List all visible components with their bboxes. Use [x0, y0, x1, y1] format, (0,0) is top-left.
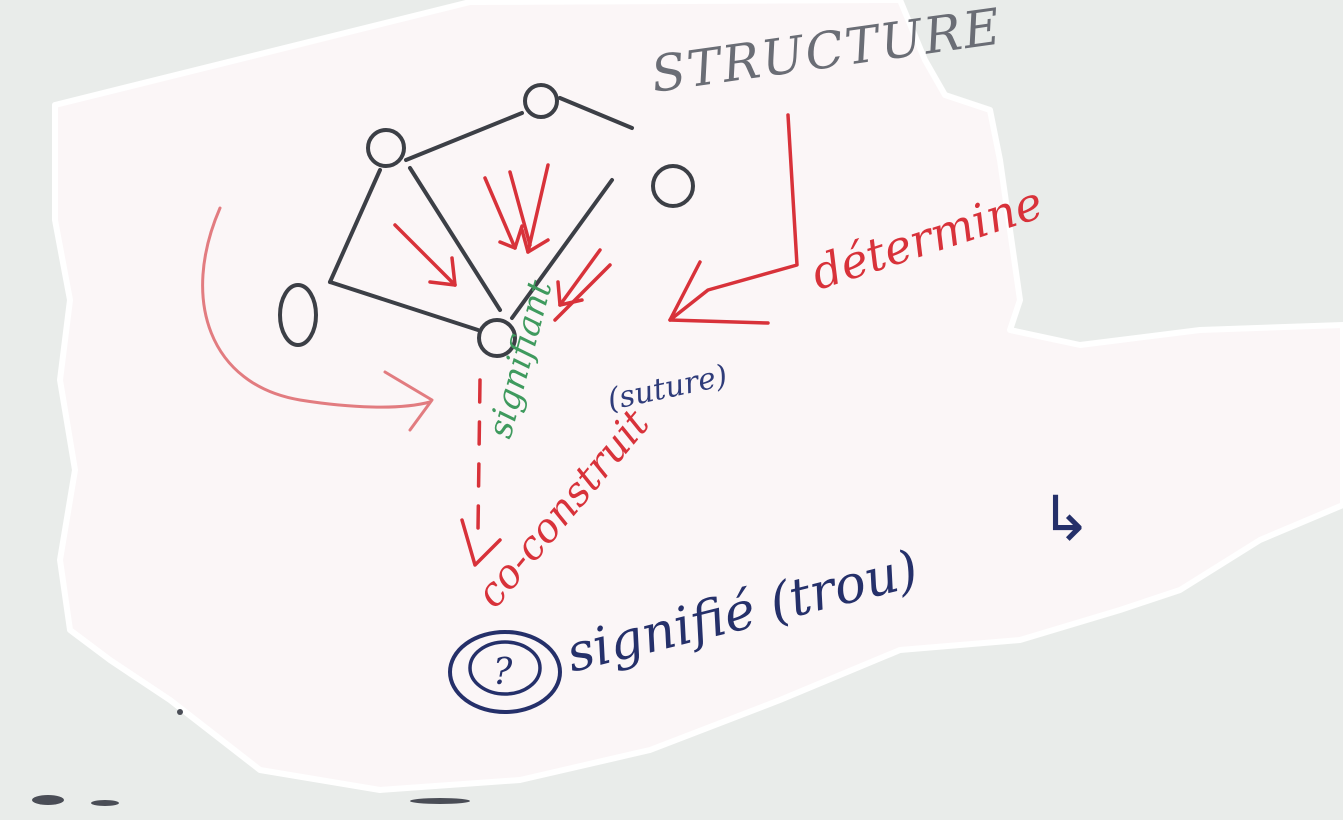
speck [32, 795, 64, 805]
edge [328, 280, 480, 332]
speck [410, 798, 470, 804]
paper-scrap [52, 0, 1343, 793]
node-right [651, 164, 695, 208]
edge [404, 111, 524, 162]
question-mark: ? [493, 652, 513, 693]
node-upper-left [366, 128, 406, 168]
edge [558, 96, 634, 130]
converging-arrows [393, 163, 612, 322]
question-badge: ? [448, 630, 562, 714]
side-arrow-icon: ↳ [1040, 482, 1092, 555]
determine-arrow [668, 113, 799, 325]
node-center [477, 318, 517, 358]
speck [91, 800, 119, 806]
edge [510, 178, 614, 320]
edge [328, 168, 382, 284]
edge [408, 166, 502, 312]
construction-link [460, 378, 502, 567]
node-top [523, 83, 559, 119]
node-left [278, 283, 318, 347]
structure-graph [278, 83, 695, 358]
speck [177, 709, 183, 715]
feedback-arrow [201, 206, 434, 432]
